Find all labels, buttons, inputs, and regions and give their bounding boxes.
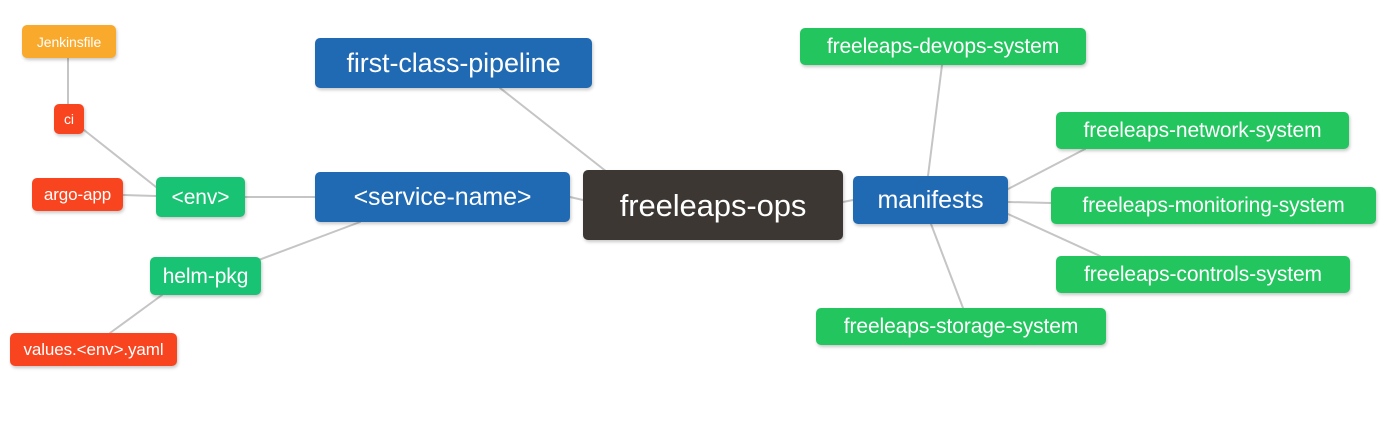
- node-env[interactable]: <env>: [156, 177, 245, 217]
- node-label: freeleaps-network-system: [1083, 119, 1322, 142]
- node-freeleaps-monitoring-system[interactable]: freeleaps-monitoring-system: [1051, 187, 1376, 224]
- node-label: helm-pkg: [162, 264, 249, 288]
- node-freeleaps-storage-system[interactable]: freeleaps-storage-system: [816, 308, 1106, 345]
- node-label: freeleaps-controls-system: [1084, 263, 1322, 286]
- node-freeleaps-ops[interactable]: freeleaps-ops: [583, 170, 843, 240]
- node-label: freeleaps-ops: [619, 187, 807, 223]
- node-label: Jenkinsfile: [36, 33, 102, 50]
- node-freeleaps-controls-system[interactable]: freeleaps-controls-system: [1056, 256, 1350, 293]
- node-label: freeleaps-storage-system: [843, 315, 1079, 338]
- node-ci[interactable]: ci: [54, 104, 84, 134]
- node-label: first-class-pipeline: [346, 47, 561, 78]
- node-label: values.<env>.yaml: [23, 340, 164, 359]
- node-jenkinsfile[interactable]: Jenkinsfile: [22, 25, 116, 58]
- node-values-yaml[interactable]: values.<env>.yaml: [10, 333, 177, 366]
- node-service-name[interactable]: <service-name>: [315, 172, 570, 222]
- node-label: <env>: [171, 185, 230, 209]
- node-label: freeleaps-monitoring-system: [1082, 194, 1345, 217]
- node-freeleaps-network-system[interactable]: freeleaps-network-system: [1056, 112, 1349, 149]
- node-label: freeleaps-devops-system: [826, 35, 1060, 58]
- node-label: manifests: [877, 185, 984, 214]
- node-helm-pkg[interactable]: helm-pkg: [150, 257, 261, 295]
- node-label: <service-name>: [353, 182, 532, 211]
- node-argo-app[interactable]: argo-app: [32, 178, 123, 211]
- node-label: ci: [64, 111, 74, 127]
- node-manifests[interactable]: manifests: [853, 176, 1008, 224]
- node-freeleaps-devops-system[interactable]: freeleaps-devops-system: [800, 28, 1086, 65]
- node-first-class-pipeline[interactable]: first-class-pipeline: [315, 38, 592, 88]
- node-label: argo-app: [43, 185, 112, 204]
